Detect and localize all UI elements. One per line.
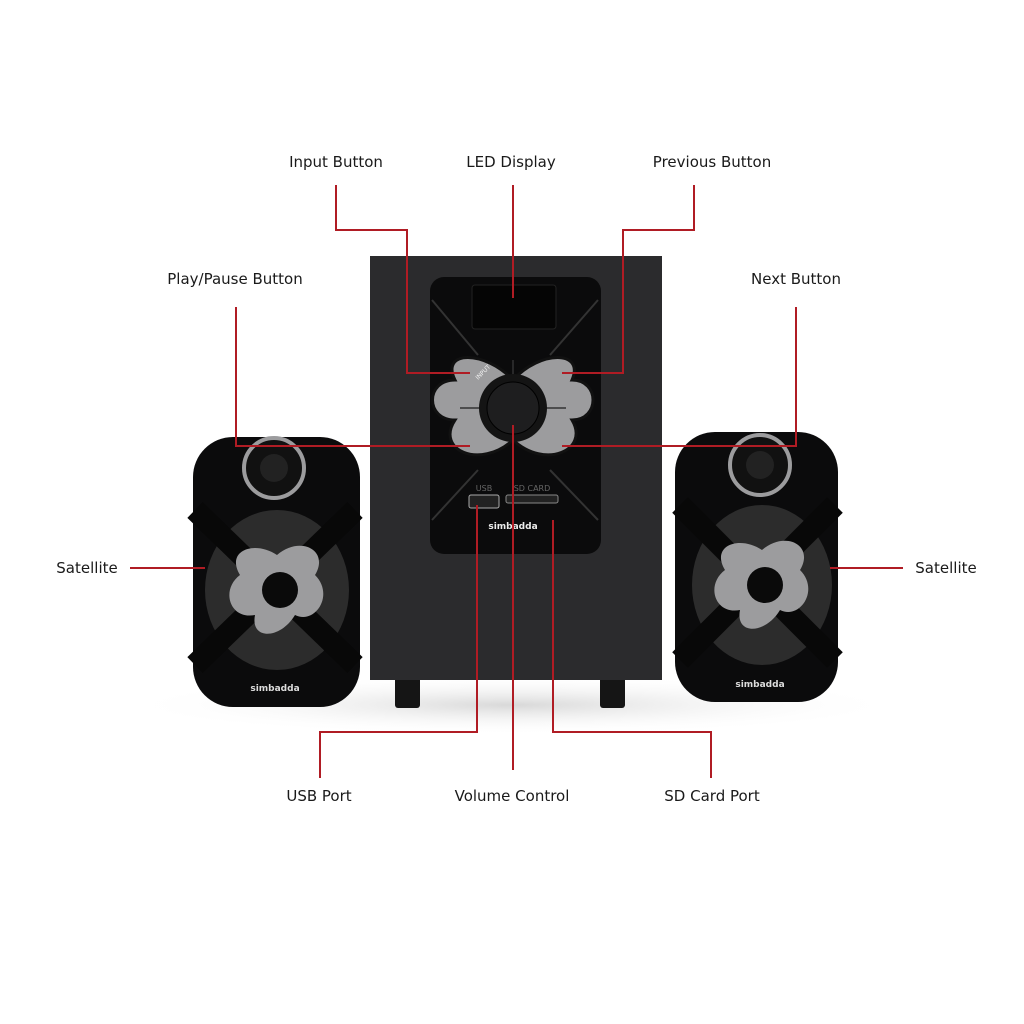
leader-lines bbox=[130, 185, 903, 778]
foot-left bbox=[395, 676, 420, 708]
sd-marking: SD CARD bbox=[514, 484, 551, 493]
label-usb-port: USB Port bbox=[286, 787, 352, 805]
label-previous-button: Previous Button bbox=[652, 153, 772, 171]
label-led-display: LED Display bbox=[466, 153, 556, 171]
satellite-left: simbadda bbox=[187, 436, 363, 707]
label-volume-control: Volume Control bbox=[454, 787, 570, 805]
label-play-pause-button: Play/Pause Button bbox=[167, 270, 303, 288]
foot-right bbox=[600, 676, 625, 708]
brand-logo: simbadda bbox=[250, 684, 299, 694]
usb-port[interactable] bbox=[468, 494, 500, 509]
label-satellite-left: Satellite bbox=[56, 559, 118, 577]
leader-input bbox=[335, 185, 470, 374]
subwoofer: INPUT USB SD CARD simbadda bbox=[370, 256, 662, 708]
label-input-button: Input Button bbox=[289, 153, 383, 171]
satellite-right: simbadda bbox=[672, 432, 843, 702]
leader-previous bbox=[562, 185, 695, 374]
leader-usb bbox=[319, 505, 478, 778]
leader-next bbox=[562, 307, 797, 447]
usb-marking: USB bbox=[476, 484, 492, 493]
leader-play-pause bbox=[235, 307, 470, 447]
sd-card-slot[interactable] bbox=[505, 494, 559, 504]
label-sd-card-port: SD Card Port bbox=[664, 787, 760, 805]
label-next-button: Next Button bbox=[751, 270, 841, 288]
leader-sd bbox=[552, 520, 712, 778]
brand-logo: simbadda bbox=[735, 680, 784, 690]
label-satellite-right: Satellite bbox=[915, 559, 977, 577]
